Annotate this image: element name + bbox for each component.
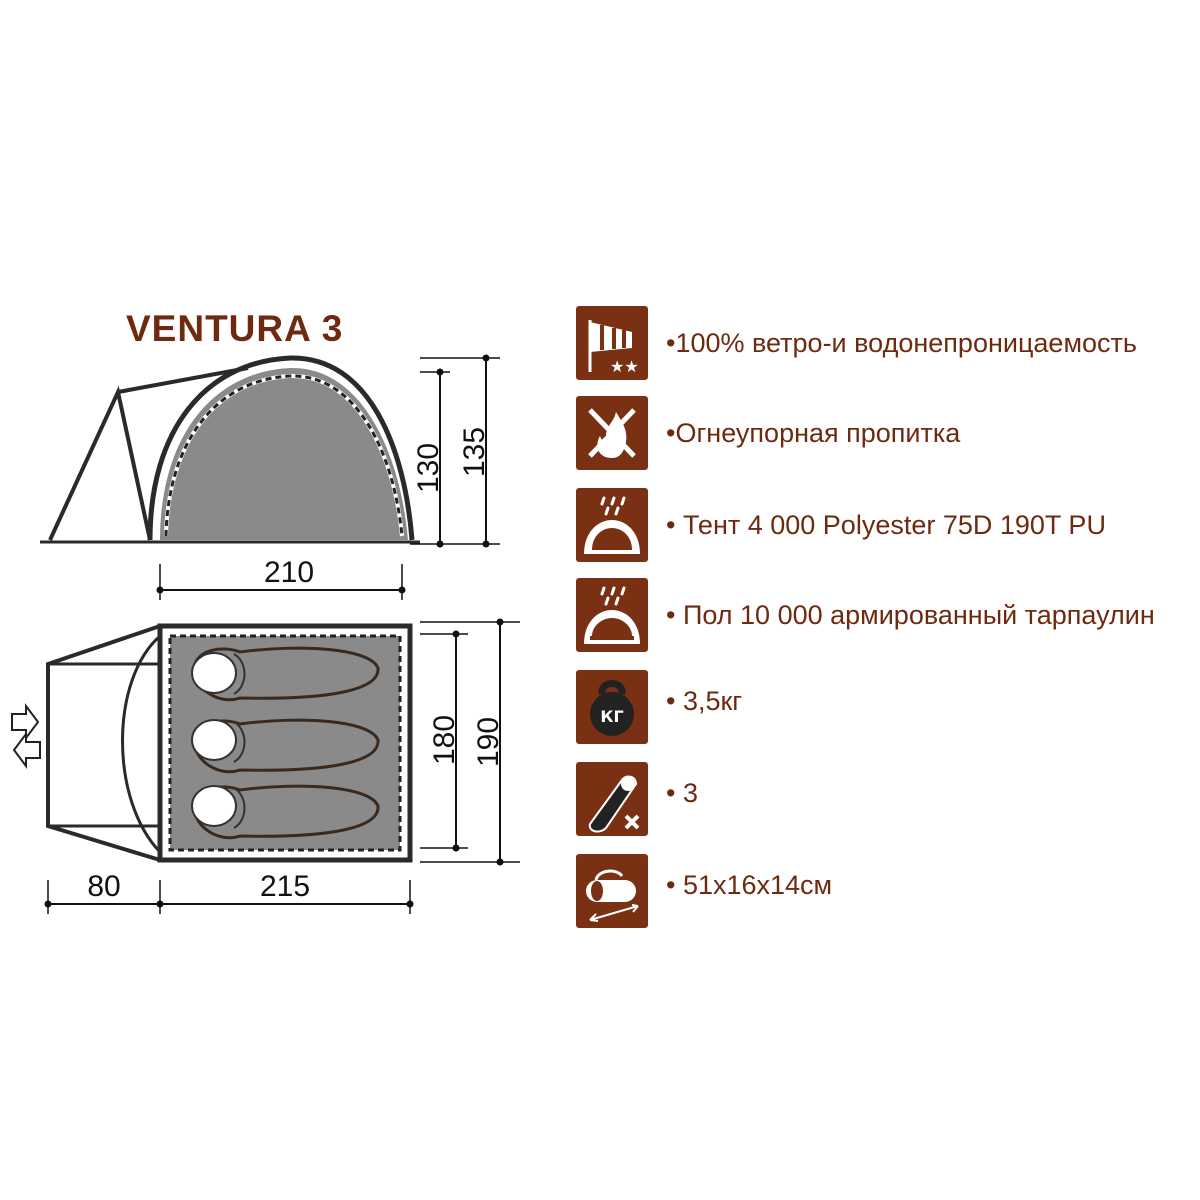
feature-windproof: ★★ •100% ветро-и водонепроницаемость — [576, 306, 1196, 380]
svg-text:★★: ★★ — [610, 357, 639, 376]
side-height-dimensions: 130 135 — [410, 354, 500, 548]
feature-rainfly: • Тент 4 000 Polyester 75D 190T PU — [576, 488, 1196, 562]
product-title: VENTURA 3 — [126, 308, 344, 349]
dim-180: 180 — [428, 715, 461, 765]
feature-fire-retardant: •Огнеупорная пропитка — [576, 396, 1196, 470]
feature-pack-size: • 51х16х14см — [576, 854, 1196, 928]
top-view — [11, 623, 413, 863]
rain-floor-icon — [576, 578, 648, 652]
dim-190: 190 — [472, 717, 505, 767]
sleeping-bag-2 — [191, 718, 380, 774]
feature-capacity: • 3 — [576, 762, 1196, 836]
carry-bag-icon — [576, 854, 648, 928]
feature-text: • Тент 4 000 Polyester 75D 190T PU — [666, 510, 1106, 540]
sleeping-bag-1 — [191, 646, 380, 702]
feature-text: • Пол 10 000 армированный тарпаулин — [666, 600, 1155, 630]
rain-tent-icon — [576, 488, 648, 562]
kettlebell-icon: КГ — [576, 670, 648, 744]
svg-text:КГ: КГ — [600, 707, 623, 726]
floor-width-dimensions: 180 190 — [420, 618, 520, 866]
side-length-dimension: 210 — [156, 556, 406, 600]
sleeping-bag-3 — [191, 784, 380, 840]
dim-135: 135 — [458, 427, 491, 477]
entrance-arrows-icon — [11, 703, 41, 769]
no-fire-icon — [576, 396, 648, 470]
dim-130: 130 — [412, 443, 445, 493]
feature-text: • 3,5кг — [666, 686, 743, 716]
windsock-icon: ★★ — [576, 306, 648, 380]
dim-80: 80 — [87, 870, 120, 903]
dim-215: 215 — [260, 870, 310, 903]
feature-text: •Огнеупорная пропитка — [666, 418, 961, 448]
feature-text: •100% ветро-и водонепроницаемость — [666, 328, 1137, 358]
feature-weight: КГ • 3,5кг — [576, 670, 1196, 744]
feature-floor: • Пол 10 000 армированный тарпаулин — [576, 578, 1196, 652]
floor-length-dimensions: 80 215 — [44, 870, 414, 914]
feature-text: • 51х16х14см — [666, 870, 833, 900]
sleeping-bag-icon — [576, 762, 648, 836]
dim-210: 210 — [264, 556, 314, 589]
side-view — [40, 355, 420, 544]
feature-text: • 3 — [666, 778, 698, 808]
